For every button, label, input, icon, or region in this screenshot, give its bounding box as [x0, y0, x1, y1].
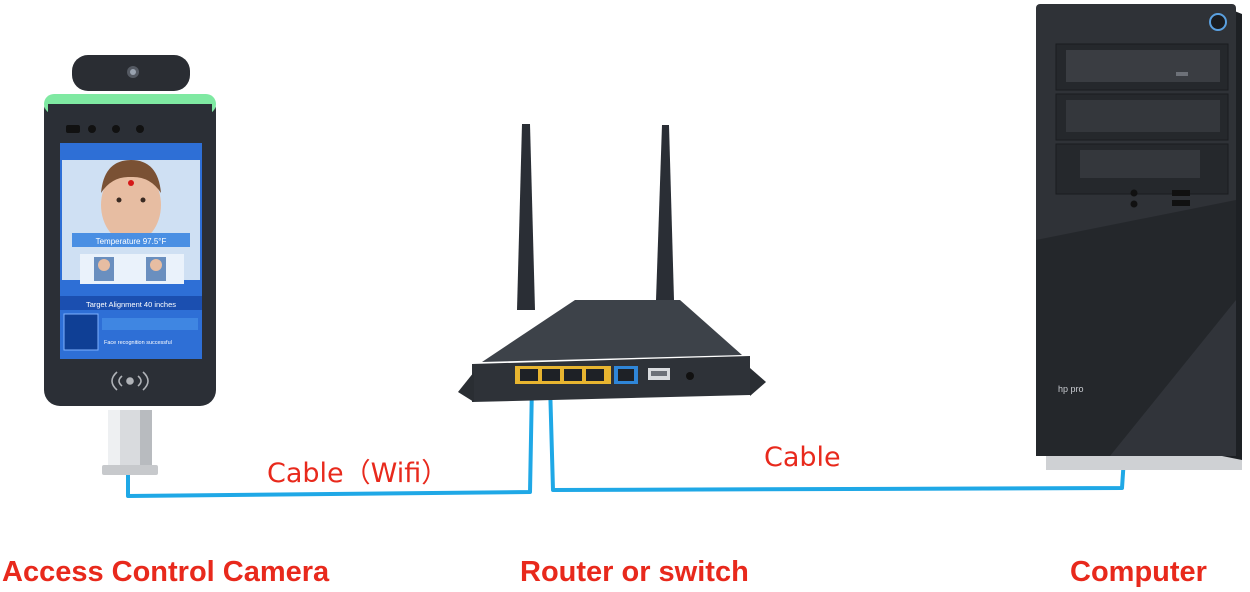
alignment-text: Target Alignment 40 inches	[86, 300, 176, 309]
label-access-control-camera: Access Control Camera	[2, 556, 330, 588]
cable-router-computer	[548, 383, 1126, 492]
face-image	[101, 167, 161, 243]
brand-badge: hp pro	[1058, 384, 1084, 394]
cable-camera-router	[126, 383, 534, 498]
label-router-or-switch: Router or switch	[520, 556, 749, 588]
router-antenna-left	[517, 124, 535, 310]
rfid-icon	[111, 371, 149, 391]
cable-label-camera-router: Cable（Wifi）	[267, 458, 449, 489]
power-button-icon	[1209, 13, 1227, 31]
label-computer: Computer	[1070, 556, 1207, 588]
cable-lines	[126, 383, 1126, 498]
router-antenna-right	[656, 125, 674, 300]
cable-label-router-computer: Cable	[764, 442, 841, 473]
recognition-text: Face recognition successful	[104, 340, 172, 346]
temperature-text: Temperature 97.5°F	[96, 237, 167, 246]
router	[458, 124, 766, 402]
access-control-camera: Temperature 97.5°F Target Alignment 40 i…	[44, 55, 216, 475]
computer-tower: hp pro	[1036, 4, 1242, 470]
